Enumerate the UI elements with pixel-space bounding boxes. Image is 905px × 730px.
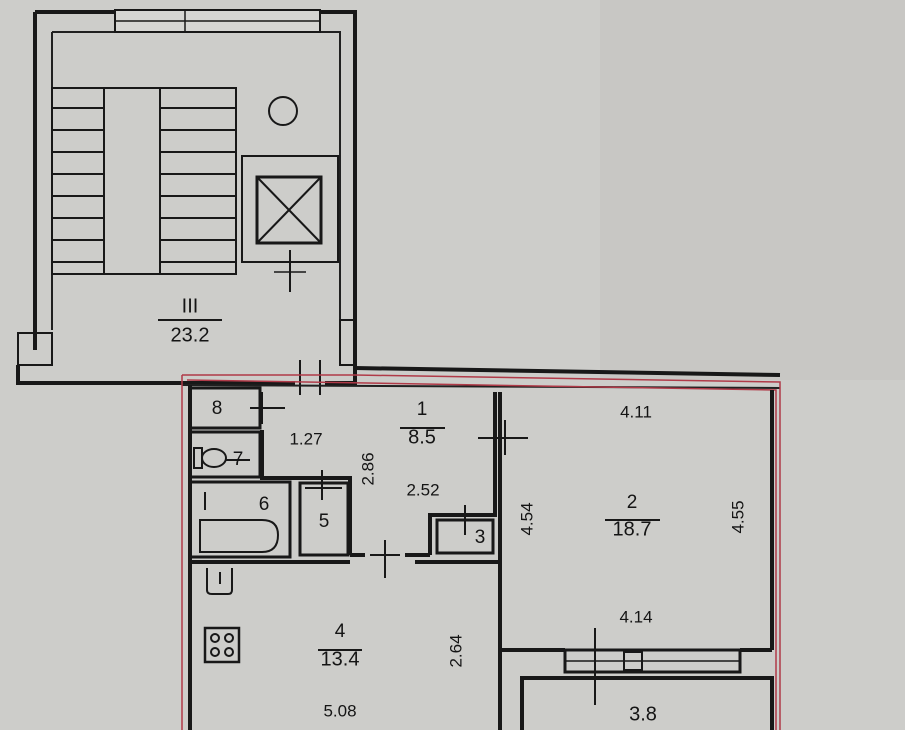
room-1-walls [260,392,497,557]
elevator-cross-b [256,176,322,244]
dim-2-86: 2.86 [358,452,377,485]
stairwell: III 23.2 [16,9,357,395]
dim-1-27: 1.27 [289,429,322,448]
dimension-labels: 1.27 2.86 2.52 4.11 4.54 4.55 4.14 2.64 … [289,402,747,725]
paper-shade [600,0,905,380]
stair-steps-left [52,107,104,263]
apartment-top-wall [354,366,781,377]
dim-3-8: 3.8 [629,703,657,725]
room-4-walls [190,560,502,730]
sink-icon [206,568,233,595]
room-8-number: 8 [212,398,223,419]
room-3-number: 3 [475,527,486,548]
room-2-window-sash [623,651,643,671]
room-6-number: 6 [259,494,270,515]
apartment-top-wall-inner [181,384,781,389]
dim-4-14: 4.14 [619,607,652,626]
room-2-number: 2 [627,492,638,513]
toilet-tank [193,447,203,469]
stairwell-bottom-window-right [339,319,356,366]
room-4-number: 4 [335,621,346,642]
room-4-area: 13.4 [321,648,360,670]
dim-2-52: 2.52 [406,480,439,499]
dim-4-54: 4.54 [517,502,536,535]
room-5-number: 5 [319,511,330,532]
room-1-number: 1 [417,399,428,420]
chute-circle-icon [268,96,298,126]
stairwell-bottom-window-left [17,332,53,366]
stairwell-area: 23.2 [171,324,210,346]
stove-icon [203,626,241,664]
dim-5-08: 5.08 [323,701,356,720]
stair-steps-right [160,107,236,263]
apartment: 8 7 6 5 1 8.5 3 [181,366,781,730]
room-1-area: 8.5 [408,426,436,448]
elevator-cabin [255,175,323,245]
dim-2-64: 2.64 [446,634,465,667]
room-7-number: 7 [233,449,244,470]
stairwell-number: III [182,295,199,317]
apartment-boundary-outline-2 [186,379,777,730]
stove-burners-icon [210,633,234,657]
dim-4-55: 4.55 [728,500,747,533]
dim-4-11: 4.11 [620,402,652,421]
room-2-area: 18.7 [613,518,652,540]
room-6 [188,480,292,559]
balcony-walls [520,676,774,730]
apartment-boundary-outline [181,374,781,730]
bathtub-icon [199,519,280,553]
